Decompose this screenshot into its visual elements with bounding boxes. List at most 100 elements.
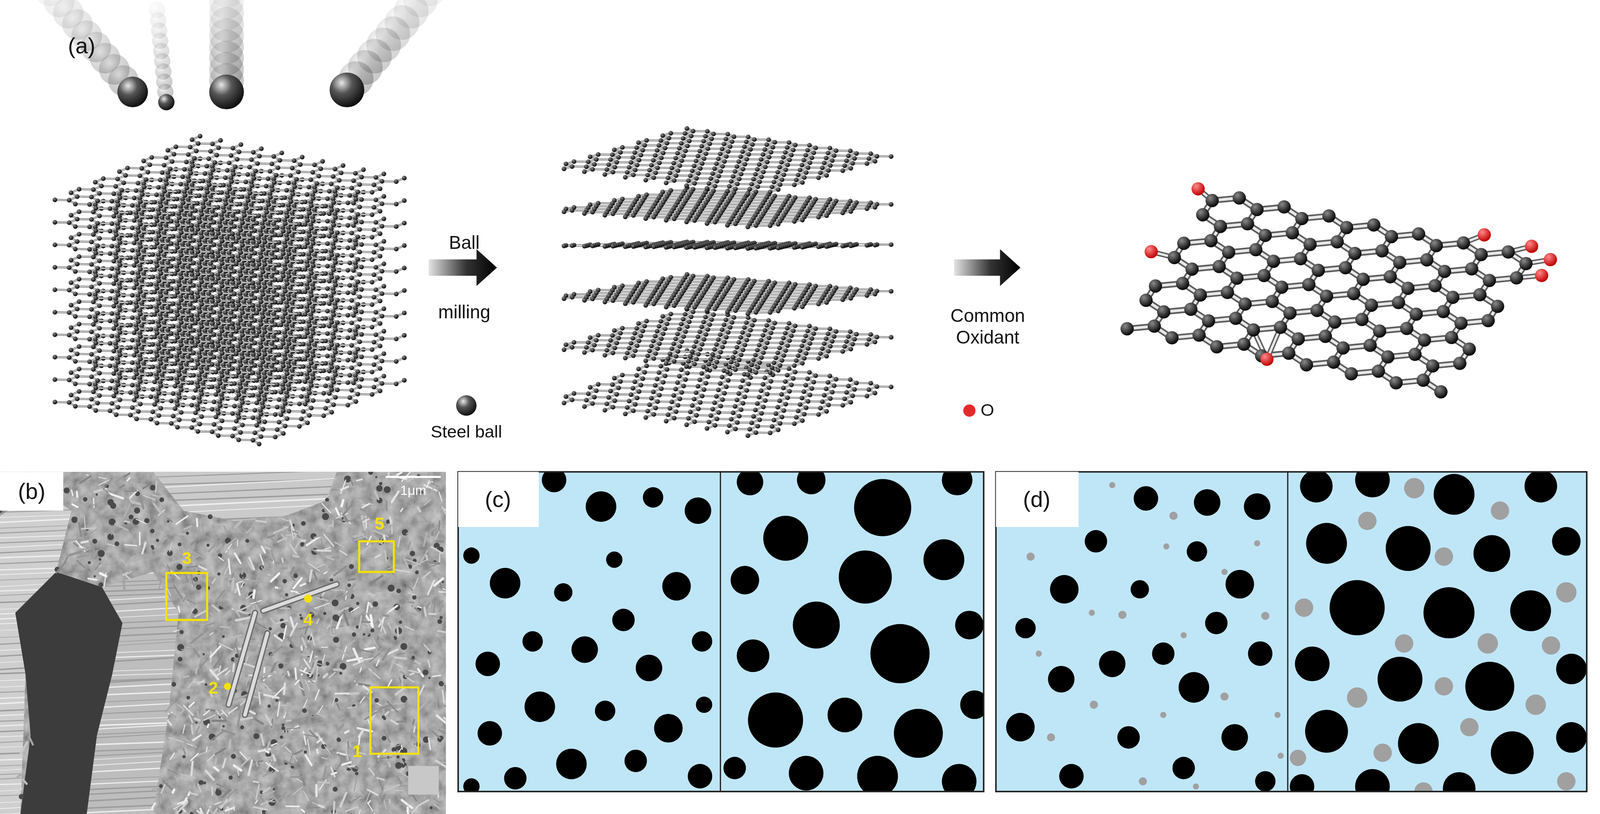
carbon-atom	[282, 423, 288, 429]
carbon-atom	[230, 433, 236, 439]
carbon-atom	[89, 374, 94, 380]
carbon-atom	[87, 381, 92, 387]
carbon-atom	[310, 397, 316, 403]
carbon-atom	[272, 412, 278, 417]
carbon-atom	[87, 404, 92, 409]
carbon-atom	[191, 395, 197, 400]
carbon-atom	[272, 434, 278, 440]
carbon-atom	[189, 402, 195, 408]
carbon-atom	[191, 417, 197, 423]
carbon-atom	[280, 408, 286, 414]
carbon-atom	[260, 404, 266, 409]
carbon-atom	[306, 412, 312, 418]
carbon-atom	[158, 405, 164, 411]
carbon-atom	[371, 361, 377, 367]
carbon-atom	[306, 390, 312, 396]
carbon-atom	[300, 408, 306, 414]
carbon-atom	[323, 405, 329, 411]
carbon-atom	[256, 441, 262, 447]
carbon-atom	[189, 424, 195, 430]
carbon-atom	[76, 388, 82, 394]
carbon-atom	[332, 394, 338, 400]
carbon-atom	[305, 397, 311, 403]
carbon-atom	[138, 401, 143, 407]
carbon-atom	[231, 426, 237, 431]
carbon-atom	[353, 399, 359, 405]
carbon-atom	[150, 386, 156, 392]
carbon-atom	[276, 419, 282, 425]
carbon-atom	[379, 381, 385, 386]
carbon-atom	[381, 351, 387, 356]
carbon-atom	[97, 370, 102, 376]
carbon-atom	[76, 366, 82, 372]
carbon-atom	[236, 437, 242, 443]
carbon-atom	[284, 393, 290, 399]
carbon-atom	[127, 412, 133, 418]
carbon-atom	[109, 378, 115, 384]
carbon-atom	[298, 416, 304, 422]
carbon-atom	[329, 409, 335, 415]
carbon-atom	[150, 409, 156, 415]
carbon-atom	[258, 411, 264, 417]
carbon-atom	[296, 401, 302, 407]
carbon-atom	[231, 403, 237, 409]
carbon-atom	[286, 408, 292, 414]
carbon-atom	[324, 375, 330, 381]
carbon-atom	[298, 393, 304, 399]
carbon-atom	[329, 387, 335, 392]
carbon-atom	[117, 374, 123, 380]
carbon-atom	[324, 398, 330, 404]
carbon-atom	[107, 385, 113, 391]
carbon-atom	[107, 408, 113, 414]
carbon-atom	[300, 386, 306, 392]
carbon-atom	[305, 420, 311, 425]
carbon-atom	[89, 396, 94, 402]
carbon-atom	[95, 377, 100, 383]
carbon-atom	[138, 379, 143, 384]
carbon-atom	[239, 422, 245, 428]
carbon-atom	[117, 397, 123, 403]
carbon-atom	[355, 391, 361, 397]
carbon-atom	[170, 390, 176, 396]
carbon-atom	[197, 399, 203, 405]
carbon-atom	[95, 400, 100, 406]
carbon-atom	[170, 413, 176, 419]
graphite-stack	[52, 133, 407, 447]
carbon-atom	[280, 430, 286, 436]
carbon-atom	[284, 416, 290, 421]
carbon-atom	[73, 381, 78, 386]
carbon-atom	[156, 413, 162, 419]
carbon-atom	[197, 421, 203, 427]
carbon-atom	[252, 407, 258, 413]
carbon-atom	[321, 413, 327, 419]
carbon-atom	[308, 383, 314, 388]
carbon-atom	[353, 376, 359, 382]
carbon-atom	[93, 408, 99, 413]
carbon-atom	[345, 379, 351, 385]
carbon-atom	[154, 420, 160, 426]
carbon-atom	[52, 399, 58, 405]
carbon-atom	[209, 406, 215, 412]
carbon-atom	[158, 383, 164, 388]
carbon-atom	[308, 405, 314, 411]
carbon-atom	[345, 402, 351, 408]
carbon-atom	[347, 395, 353, 400]
carbon-atom	[115, 404, 121, 410]
carbon-atom	[323, 383, 329, 388]
carbon-atom	[168, 420, 174, 426]
carbon-atom	[115, 382, 121, 388]
carbon-atom	[217, 425, 223, 431]
carbon-atom	[211, 399, 217, 405]
carbon-atom	[357, 384, 363, 390]
carbon-atom	[250, 415, 256, 421]
carbon-atom	[402, 355, 407, 361]
carbon-atom	[154, 397, 160, 403]
carbon-atom	[371, 384, 377, 390]
carbon-atom	[93, 385, 99, 391]
carbon-atom	[310, 375, 316, 381]
carbon-atom	[238, 407, 244, 413]
carbon-atom	[332, 372, 338, 378]
carbon-atom	[209, 429, 215, 435]
